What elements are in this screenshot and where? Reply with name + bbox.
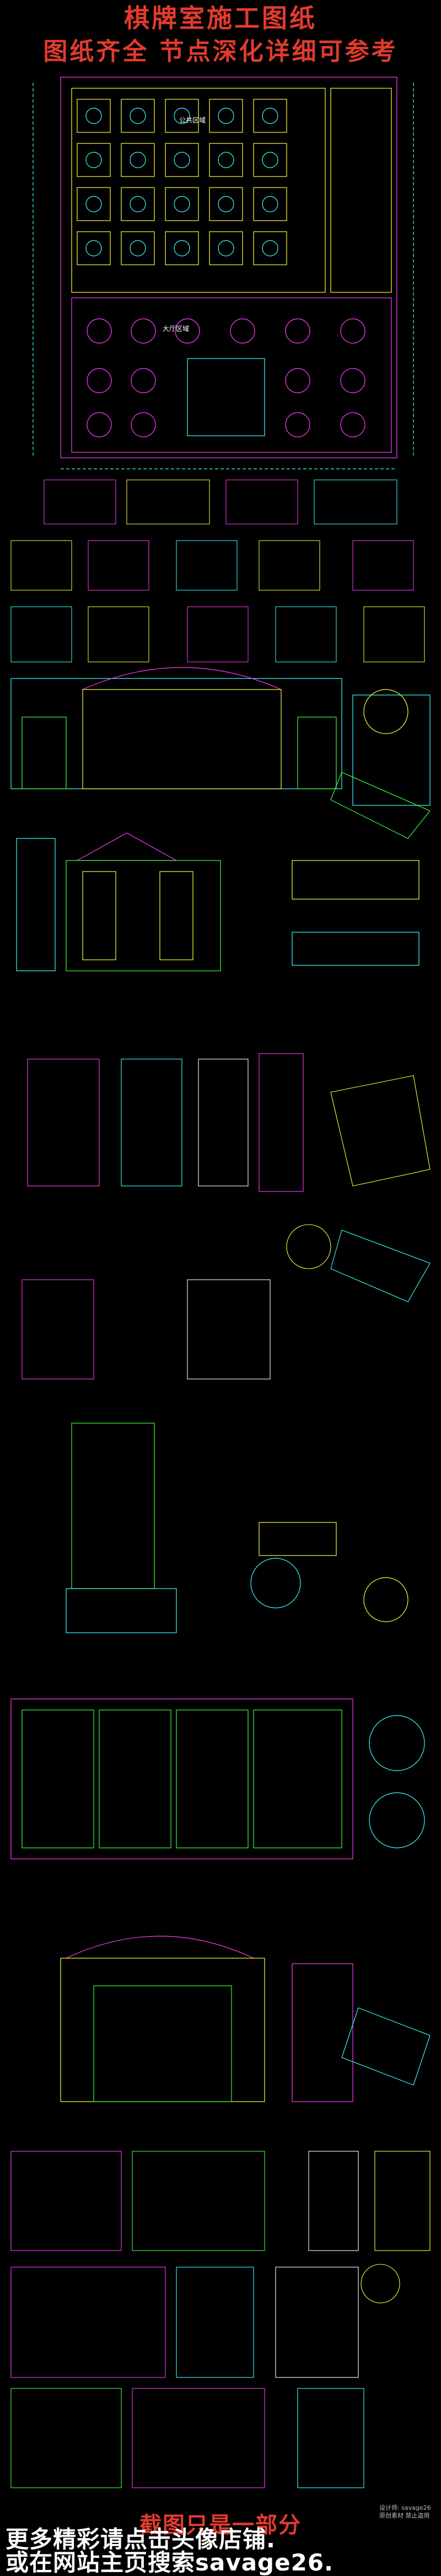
- elevation-feature-wall: [16, 832, 420, 971]
- long-elevation: [10, 1698, 425, 1859]
- cabinet-elevation: [66, 1423, 408, 1633]
- room-label-public: 公共区域: [179, 116, 206, 124]
- interior-elevations: [10, 2151, 431, 2488]
- entrance-elevation: [60, 1936, 431, 2102]
- page-subtitle: 图纸齐全 节点深化详细可参考: [43, 38, 398, 66]
- elevation-reception: [10, 667, 431, 839]
- watermark-line1: 设计师: savage26: [379, 2504, 431, 2511]
- floor-plan: [33, 77, 414, 469]
- sections: [21, 1053, 431, 1380]
- detail-plans: [10, 479, 425, 662]
- watermark-stamp: 设计师: savage26 原创素材 禁止盗用: [379, 2504, 440, 2520]
- room-label-hall: 大厅区域: [163, 325, 189, 333]
- footer-line1: 更多精彩请点击头像店铺.: [6, 2526, 276, 2553]
- partial-notice: 截图只是一部分: [139, 2513, 302, 2538]
- footer-line2: 或在网站主页搜索savage26.: [6, 2549, 334, 2576]
- watermark-line2: 原创素材 禁止盗用: [379, 2512, 430, 2519]
- page-title: 棋牌室施工图纸: [124, 3, 317, 33]
